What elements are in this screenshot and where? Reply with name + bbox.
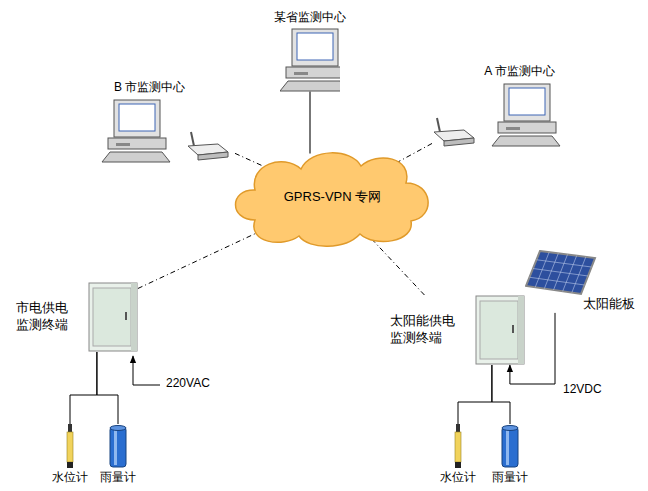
solar-panel-icon-part-part — [526, 251, 595, 294]
node-label: 某省监测中心 — [265, 10, 355, 26]
voltage-label: 12VDC — [562, 382, 603, 398]
rain-gauge-icon-part-part — [110, 427, 126, 467]
terminal-box-icon-part-part — [476, 296, 524, 364]
terminal-box-icon-part — [476, 296, 524, 364]
node-label: 太阳能供电 监测终端 — [390, 313, 459, 347]
solar-panel-icon-part-part — [537, 260, 592, 267]
rain-gauge-icon-part — [502, 426, 518, 468]
rain-gauge-icon — [498, 424, 522, 468]
terminal-box: 市电供电 监测终端 — [16, 282, 138, 352]
network-link — [235, 153, 263, 166]
water-level-gauge-icon — [58, 424, 82, 468]
terminal-box: 太阳能供电 监测终端 — [390, 295, 525, 365]
terminal-box-icon-part-part — [125, 312, 127, 320]
wire — [492, 365, 510, 424]
node-label: 市电供电 监测终端 — [16, 300, 72, 334]
water-level-gauge-icon-part-part — [456, 424, 460, 432]
computer-node-icon — [100, 96, 235, 166]
computer-node-icon-part-part — [292, 29, 338, 66]
node-label: A 市监测中心 — [432, 64, 567, 80]
water-level-gauge-icon — [446, 424, 470, 468]
computer-node-icon-part-part — [191, 132, 194, 146]
computer-node-icon-part-part — [108, 138, 166, 149]
computer-node-icon-part — [102, 100, 170, 162]
computer-node-icon-part-part — [116, 143, 130, 146]
water-level-gauge-icon-part-part — [67, 462, 73, 468]
computer-node-icon-part — [188, 132, 228, 160]
node-label: 水位计 — [436, 470, 480, 486]
computer-node-icon-part-part — [280, 81, 340, 91]
node-label: 太阳能板 — [525, 296, 635, 313]
computer-node-icon — [280, 28, 340, 92]
rain-gauge-icon-part-part — [114, 429, 117, 465]
wire — [458, 365, 492, 424]
solar-panel: 太阳能板 — [525, 250, 635, 313]
computer-node-icon-part-part — [294, 72, 308, 75]
computer-node-icon-part-part — [198, 152, 228, 160]
computer-node-icon-part-part — [492, 136, 560, 146]
network-link — [371, 239, 424, 295]
rain-gauge: 雨量计 — [96, 424, 140, 486]
terminal-box-icon — [88, 282, 138, 352]
wire — [70, 352, 97, 424]
water-level-gauge: 水位计 — [436, 424, 480, 486]
rain-gauge-icon-part-part — [502, 427, 518, 467]
water-level-gauge-icon-part-part — [455, 462, 461, 468]
terminal-box-icon-part-part — [93, 288, 131, 346]
computer-node-icon-part-part — [506, 127, 520, 130]
node-label: 水位计 — [48, 470, 92, 486]
terminal-box-icon-part-part — [89, 283, 137, 351]
water-level-gauge-icon-part-part — [455, 432, 461, 462]
node-label: 雨量计 — [488, 470, 532, 486]
water-level-gauge-icon-part-part — [67, 432, 73, 462]
terminal-box-icon — [475, 295, 525, 365]
rain-gauge-icon-part — [110, 426, 126, 468]
rain-gauge-icon — [106, 424, 130, 468]
terminal-box-icon-part-part — [131, 283, 137, 351]
network-link — [396, 143, 432, 163]
rain-gauge-icon-part-part — [506, 429, 509, 465]
network-link — [138, 229, 264, 288]
rain-gauge-icon-part-part — [110, 426, 126, 431]
computer-node-icon-part — [280, 29, 340, 91]
computer-node: 某省监测中心 — [265, 10, 355, 92]
rain-gauge-icon-part-part — [502, 426, 518, 431]
terminal-box-icon-part — [89, 283, 137, 351]
computer-node-icon-part-part — [504, 84, 550, 121]
water-level-gauge-icon-part-part — [68, 424, 72, 432]
terminal-box-icon-part-part — [480, 301, 518, 359]
computer-node-icon-part-part — [498, 122, 556, 133]
computer-node-icon — [432, 80, 567, 150]
terminal-box-icon-part-part — [512, 325, 514, 333]
water-level-gauge-icon-part — [67, 424, 73, 468]
computer-node: B 市监测中心 — [100, 80, 235, 166]
solar-panel-icon-part-part — [533, 269, 588, 277]
computer-node-icon-part-part — [119, 104, 155, 131]
mains-supply-wire — [133, 356, 160, 385]
wire — [309, 92, 311, 154]
node-label: B 市监测中心 — [100, 80, 235, 96]
solar-panel-icon — [525, 250, 597, 296]
voltage-label: 220VAC — [165, 376, 211, 392]
node-label: 雨量计 — [96, 470, 140, 486]
solar-panel-icon-part — [526, 251, 595, 294]
computer-node-icon-part-part — [437, 118, 440, 132]
water-level-gauge: 水位计 — [48, 424, 92, 486]
computer-node-icon-part-part — [509, 88, 545, 115]
computer-node-icon-part-part — [114, 100, 160, 137]
computer-node-icon-part-part — [286, 67, 340, 78]
solar-panel-icon-part-part — [530, 277, 585, 285]
computer-node: A 市监测中心 — [432, 64, 567, 150]
network-cloud: GPRS-VPN 专网 — [225, 145, 440, 250]
wire — [97, 352, 118, 424]
computer-node-icon-part-part — [444, 138, 474, 146]
computer-node-icon-part-part — [297, 33, 333, 60]
computer-node-icon-part — [434, 118, 474, 146]
rain-gauge: 雨量计 — [488, 424, 532, 486]
node-label: GPRS-VPN 专网 — [225, 189, 440, 206]
water-level-gauge-icon-part — [455, 424, 461, 468]
computer-node-icon-part — [492, 84, 560, 146]
terminal-box-icon-part-part — [518, 296, 524, 364]
computer-node-icon-part-part — [102, 152, 170, 162]
